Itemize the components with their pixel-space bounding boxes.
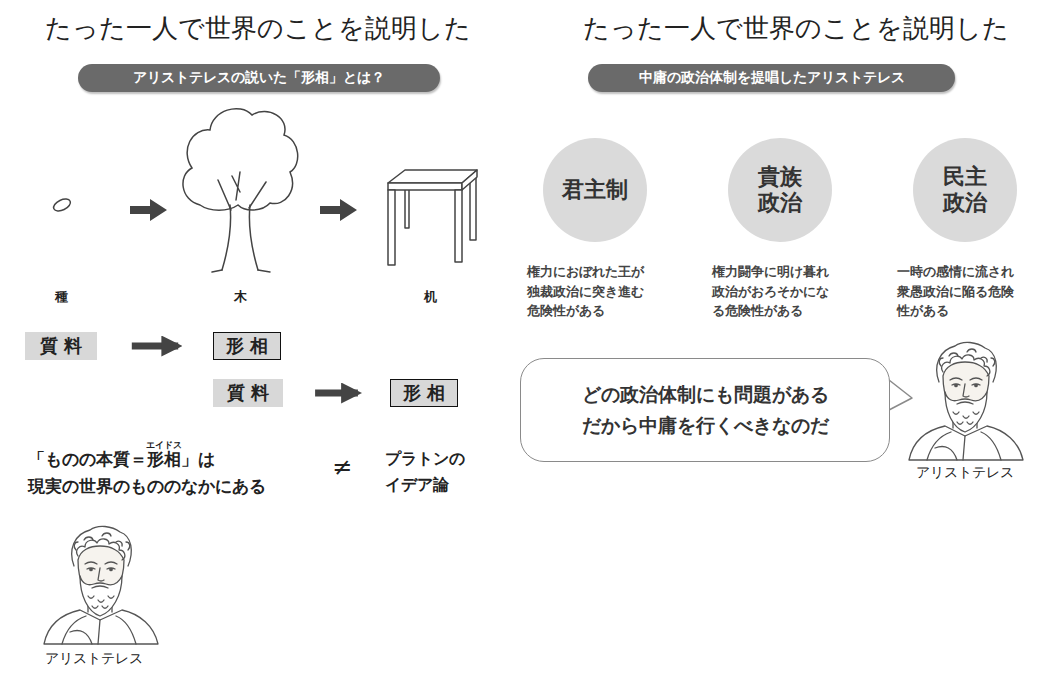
node-description: 権力におぼれた王が 独裁政治に突き進む 危険性がある [527,262,667,321]
node-description: 権力闘争に明け暮れ 政治がおろそかにな る危険性がある [712,262,852,321]
speech-bubble: どの政治体制にも問題がある だから中庸を行くべきなのだ [520,358,890,462]
aristotle-portrait [44,526,158,644]
stage-label: 種 [55,289,68,305]
regime-circle: 君主制権力におぼれた王が 独裁政治に突き進む 危険性がある [543,138,647,242]
node-text: 民主 政治 [925,164,1005,217]
circle-fill [543,138,647,242]
node-text: アリストテレスの説いた「形相」とは？ [133,69,385,87]
portrait-caption: アリストテレス [916,464,1014,482]
node-text: 中庸の政治体制を提唱したアリストテレス [639,69,905,87]
node-text: 貴族 政治 [740,164,820,217]
node-text: どの政治体制にも問題がある だから中庸を行くべきなのだ [555,379,855,442]
stage-label: 机 [424,289,437,305]
concept-box: 形相 [213,332,281,360]
node-text: 君主制 [562,177,628,203]
seed-drawing [52,197,73,214]
process-arrow [320,199,357,221]
node-text: 質料 [40,334,88,358]
circle-fill [913,138,1017,242]
concept-box: 質料 [25,332,97,360]
desk-drawing [388,170,477,265]
heading-band: アリストテレスの説いた「形相」とは？ [78,64,440,92]
circle-fill [728,138,832,242]
stage-label: 木 [234,289,247,305]
comparison-text: プラトンの イデア論 [385,446,495,497]
page-title: たった一人で世界のことを説明した [45,12,471,45]
heading-band: 中庸の政治体制を提唱したアリストテレス [588,64,955,92]
process-arrow [130,199,167,221]
regime-circle: 貴族 政治権力闘争に明け暮れ 政治がおろそかにな る危険性がある [728,138,832,242]
speech-tail [889,380,912,410]
concept-box: 形相 [390,379,458,407]
node-description: 一時の感情に流され 衆愚政治に陥る危険 性がある [897,262,1037,321]
concept-box: 質料 [213,379,283,407]
portrait-caption: アリストテレス [45,650,143,668]
node-text: 質料 [227,381,275,405]
tree-drawing [183,109,298,272]
flow-arrow [315,390,358,397]
regime-circle: 民主 政治一時の感情に流され 衆愚政治に陥る危険 性がある [913,138,1017,242]
page-title: たった一人で世界のことを説明した [583,12,1009,45]
flow-arrow [132,343,178,350]
not-equal-sign: ≠ [332,452,352,482]
node-text: 形相 [226,334,274,358]
statement-text: 「ものの本質＝形相」は 現実の世界のもののなかにある [28,446,288,500]
aristotle-portrait [909,342,1023,460]
node-text: 形相 [403,381,451,405]
